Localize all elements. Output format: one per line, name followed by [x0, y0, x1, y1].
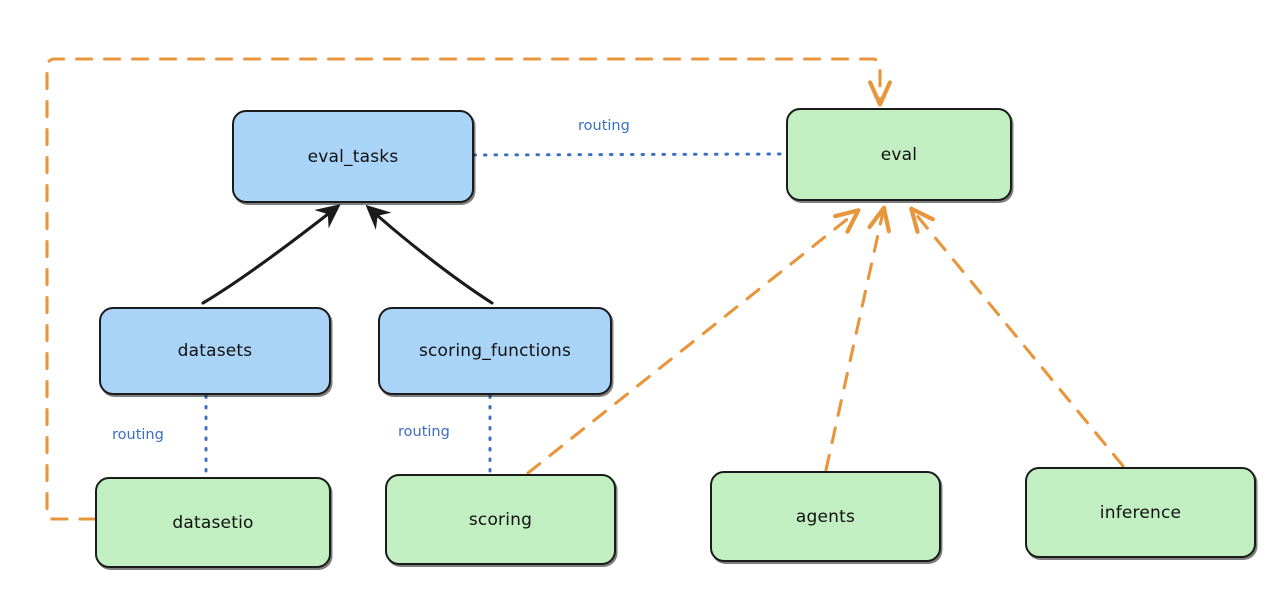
edge-datasets-to-eval_tasks	[201, 204, 341, 305]
node-eval_tasks[interactable]: eval_tasks	[232, 110, 474, 203]
node-datasetio[interactable]: datasetio	[95, 477, 331, 568]
node-scoring[interactable]: scoring	[385, 474, 616, 565]
node-agents[interactable]: agents	[710, 471, 941, 562]
edge-label-routing-scoring: routing	[398, 424, 450, 440]
node-datasetio-label: datasetio	[172, 512, 254, 533]
edge-agents-to-eval-dependency	[824, 205, 891, 472]
edge-label-routing-datasetio: routing	[112, 427, 164, 443]
edge-inference-to-eval-dependency	[909, 206, 1125, 468]
node-inference[interactable]: inference	[1025, 467, 1256, 558]
node-scoring_functions[interactable]: scoring_functions	[378, 307, 612, 395]
node-eval[interactable]: eval	[786, 108, 1012, 201]
node-agents-label: agents	[795, 506, 856, 527]
edge-label-routing-eval: routing	[578, 118, 630, 134]
edge-eval_tasks-to-eval-routing	[472, 152, 786, 157]
node-datasets[interactable]: datasets	[99, 307, 331, 395]
node-eval-label: eval	[880, 144, 918, 165]
edge-scoring_functions-to-eval_tasks	[365, 204, 494, 305]
edge-scoring-to-eval-dependency	[526, 208, 861, 475]
node-inference-label: inference	[1099, 502, 1182, 523]
node-eval_tasks-label: eval_tasks	[307, 146, 399, 167]
node-datasets-label: datasets	[177, 341, 253, 361]
edge-datasetio-to-eval-dependency	[45, 57, 892, 521]
node-scoring_functions-label: scoring_functions	[418, 341, 572, 361]
node-scoring-label: scoring	[468, 509, 533, 530]
